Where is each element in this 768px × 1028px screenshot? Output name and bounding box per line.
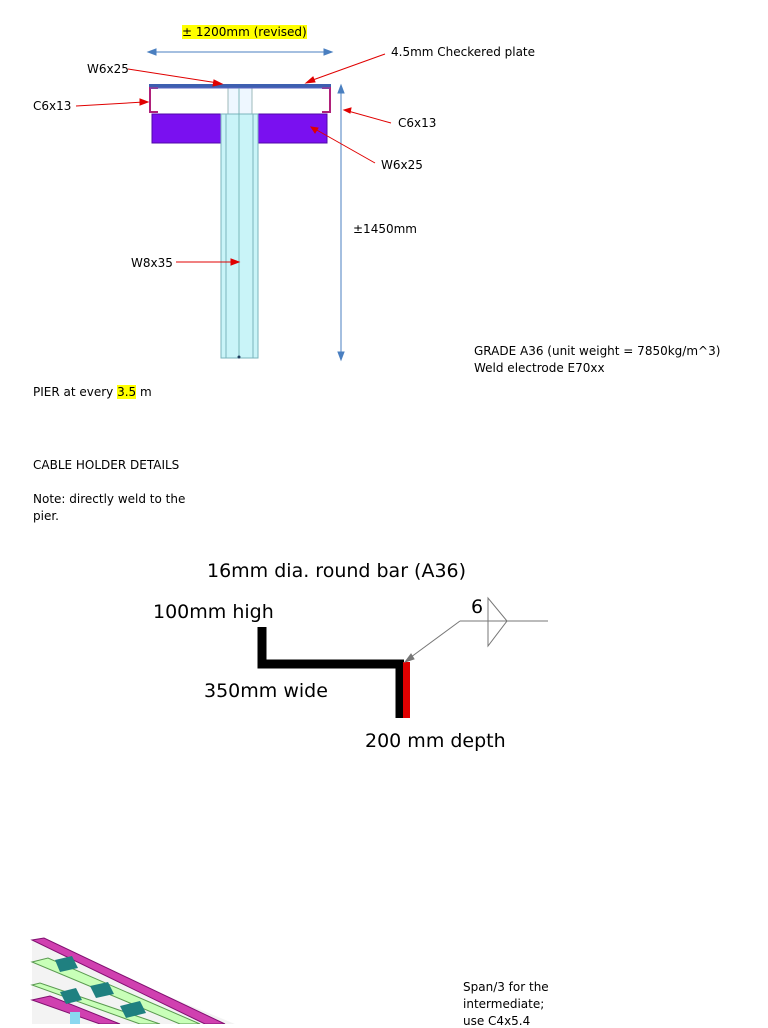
- width-label: ± 1200mm (revised): [182, 25, 307, 39]
- cable-holder-note-line-2: pier.: [33, 509, 59, 523]
- cable-holder-bar: [257, 627, 410, 718]
- pier-spacing-text: PIER at every 3.5 m: [33, 385, 152, 399]
- bottom-note-line-1: Span/3 for the: [463, 980, 549, 994]
- wide-label: 350mm wide: [204, 680, 328, 702]
- leader-arrows: [75, 53, 392, 266]
- grade-line-1: GRADE A36 (unit weight = 7850kg/m^3): [474, 344, 721, 358]
- w8x35-column: [220, 88, 259, 359]
- checkered-plate-label: 4.5mm Checkered plate: [391, 45, 536, 59]
- round-bar-label: 16mm dia. round bar (A36): [207, 560, 467, 582]
- grade-line-2: Weld electrode E70xx: [474, 361, 605, 375]
- checkered-plate: [149, 84, 331, 88]
- weld-symbol: [403, 596, 548, 663]
- top-w6x25-stub: [227, 87, 253, 115]
- cable-holder-heading: CABLE HOLDER DETAILS: [33, 458, 180, 472]
- high-label: 100mm high: [153, 601, 274, 623]
- w6x25-top-label: W6x25: [87, 62, 129, 76]
- bottom-note-line-3: use C4x5.4: [463, 1014, 531, 1028]
- c6x13-channel-frame: [149, 87, 331, 113]
- pier-spacing-suffix: m: [136, 385, 152, 399]
- c6x13-left-label: C6x13: [33, 99, 72, 113]
- cable-holder-note-line-1: Note: directly weld to the: [33, 492, 186, 506]
- w8x35-label: W8x35: [131, 256, 173, 270]
- frame-3d-view: [30, 937, 235, 1024]
- pier-spacing-value: 3.5: [117, 385, 137, 399]
- pier-spacing-prefix: PIER at every: [33, 385, 118, 399]
- height-dimension-line: [337, 83, 345, 362]
- width-dimension-line: [146, 48, 334, 56]
- c6x13-right-label: C6x13: [398, 116, 437, 130]
- height-label: ±1450mm: [353, 222, 417, 236]
- bottom-note-line-2: intermediate;: [463, 997, 545, 1011]
- w6x25-right-label: W6x25: [381, 158, 423, 172]
- weld-size-label: 6: [471, 596, 484, 618]
- depth-label: 200 mm depth: [365, 730, 506, 752]
